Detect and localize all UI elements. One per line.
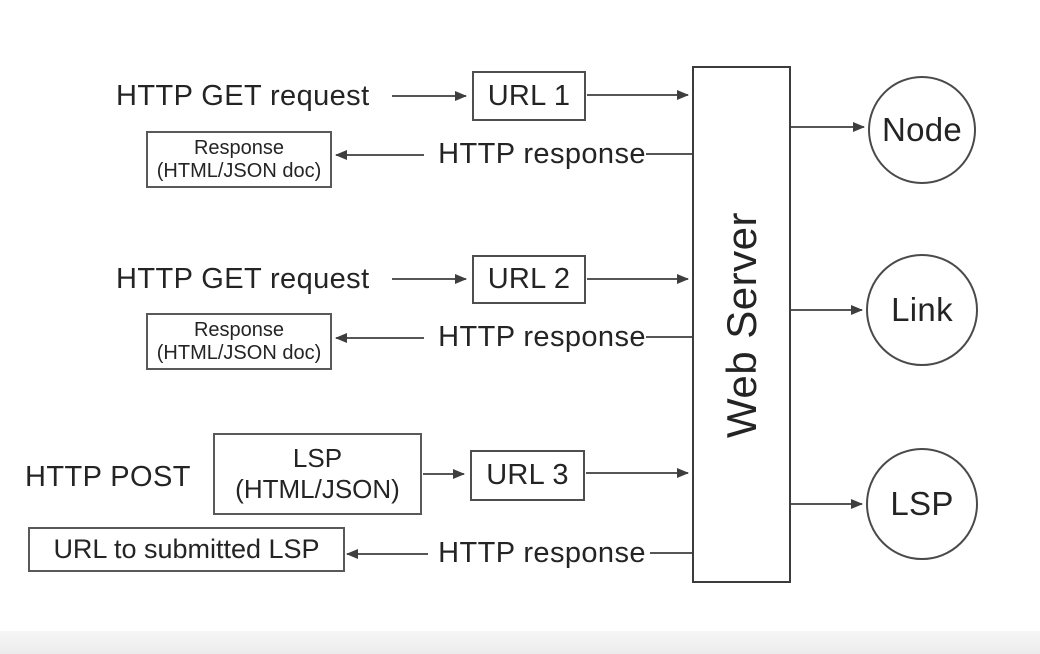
url3-label: URL 3 (486, 459, 569, 491)
response-box-1: Response (HTML/JSON doc) (146, 131, 332, 188)
web-server-label: Web Server (717, 211, 765, 438)
url2-label: URL 2 (487, 263, 571, 295)
node-label: Node (881, 111, 963, 148)
url2-box: URL 2 (472, 255, 586, 304)
url-to-submitted-lsp-label: URL to submitted LSP (53, 534, 320, 564)
response-box-2-line1: Response (193, 318, 285, 341)
link-label: Link (891, 291, 953, 328)
url1-label: URL 1 (487, 79, 571, 112)
http-response-label-2: HTTP response (438, 321, 646, 353)
http-response-label-1: HTTP response (438, 138, 646, 170)
node-circle: Node (868, 76, 976, 184)
lsp-payload-box: LSP (HTML/JSON) (213, 433, 422, 515)
lsp-circle: LSP (866, 448, 978, 560)
url-to-submitted-lsp-box: URL to submitted LSP (28, 527, 345, 572)
lsp-label: LSP (890, 485, 954, 522)
lsp-payload-line1: LSP (292, 443, 343, 473)
http-get-request-label-2: HTTP GET request (116, 263, 370, 295)
response-box-2-line2: (HTML/JSON doc) (156, 341, 322, 364)
http-post-label: HTTP POST (25, 461, 191, 493)
url1-box: URL 1 (472, 71, 586, 121)
link-circle: Link (866, 254, 978, 366)
response-box-1-line2: (HTML/JSON doc) (156, 159, 322, 182)
response-box-2: Response (HTML/JSON doc) (146, 313, 332, 370)
lsp-payload-line2: (HTML/JSON) (235, 474, 400, 504)
url3-box: URL 3 (470, 450, 585, 501)
web-server-box: Web Server (692, 66, 791, 583)
http-response-label-3: HTTP response (438, 537, 646, 569)
response-box-1-line1: Response (193, 136, 285, 159)
http-get-request-label-1: HTTP GET request (116, 80, 370, 112)
bottom-edge-shadow (0, 631, 1040, 654)
